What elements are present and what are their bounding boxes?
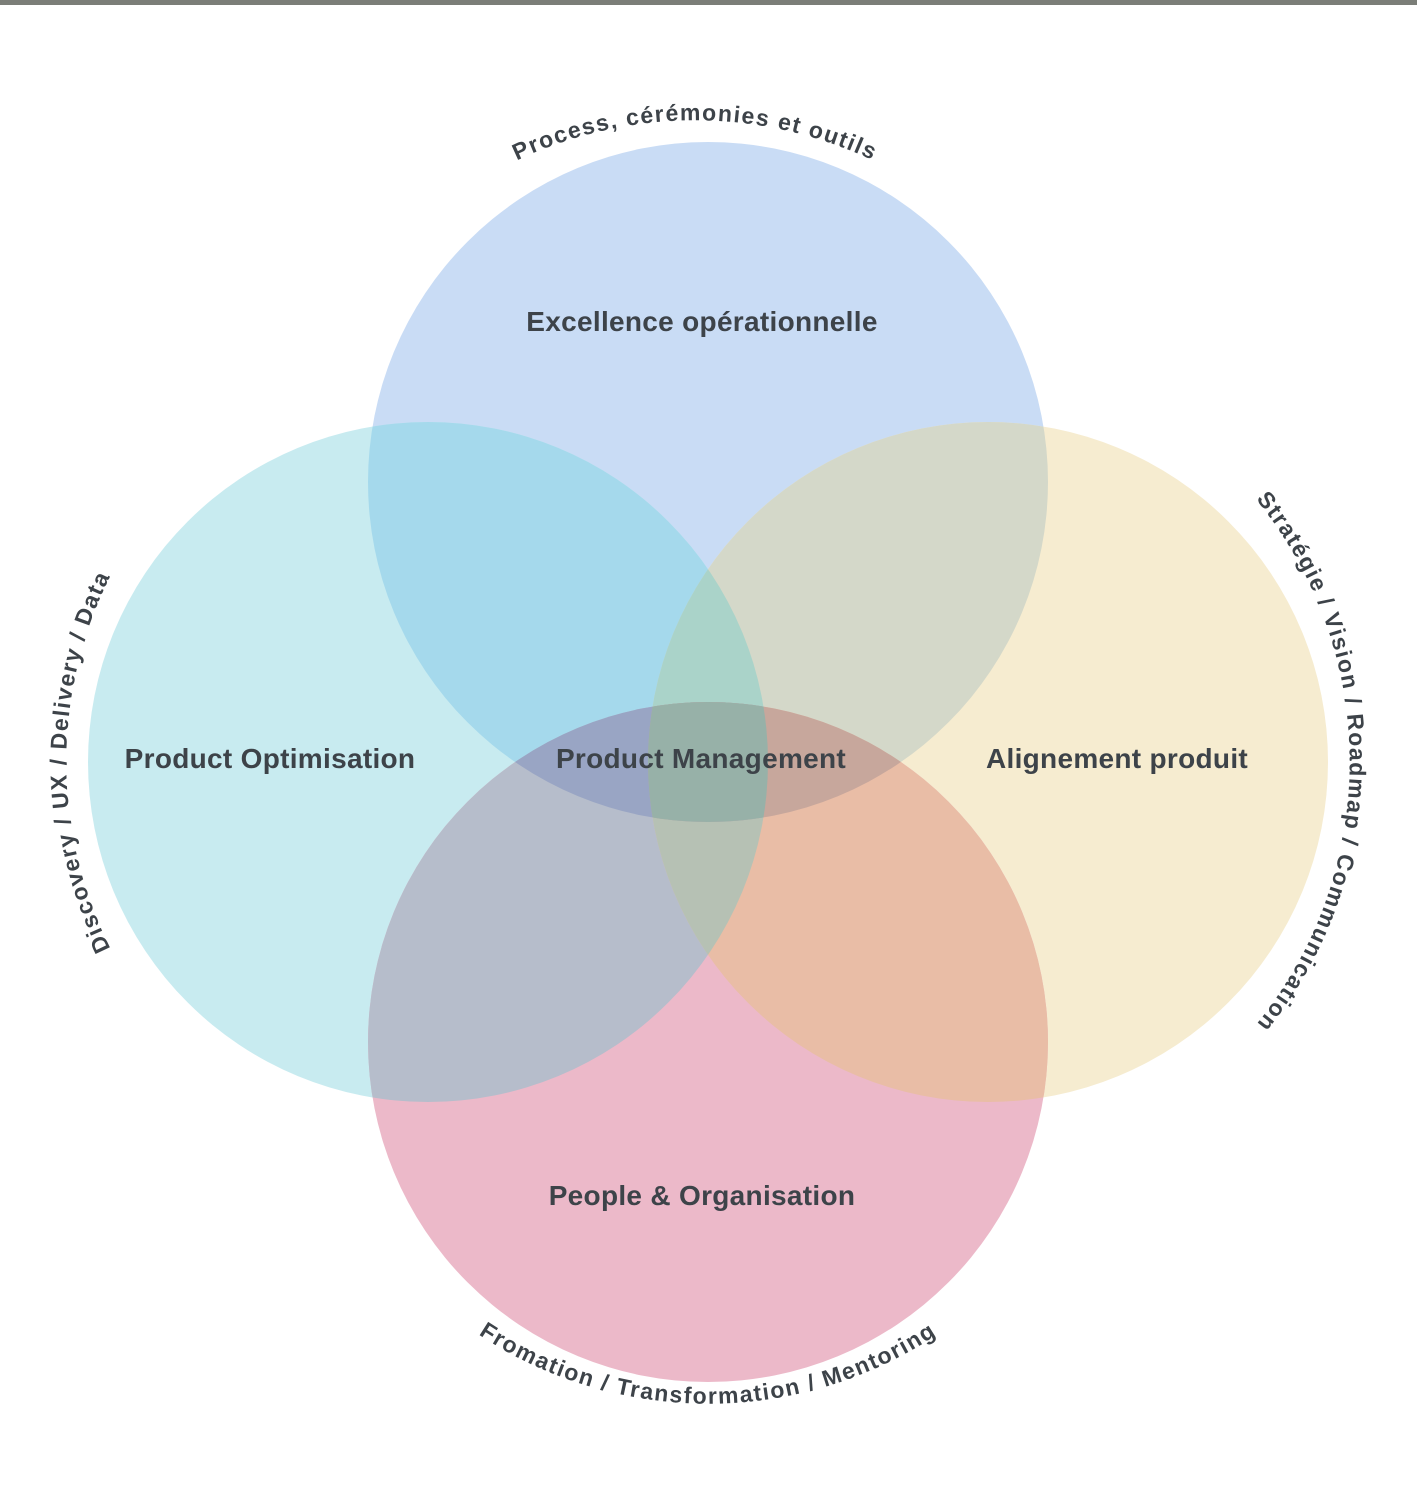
label-alignement-produit: Alignement produit [986, 743, 1248, 774]
label-product-management: Product Management [556, 743, 846, 774]
label-product-optimisation: Product Optimisation [125, 743, 416, 774]
label-people-organisation: People & Organisation [549, 1180, 856, 1211]
label-excellence-operationnelle: Excellence opérationnelle [526, 306, 877, 337]
window-top-border [0, 0, 1417, 5]
